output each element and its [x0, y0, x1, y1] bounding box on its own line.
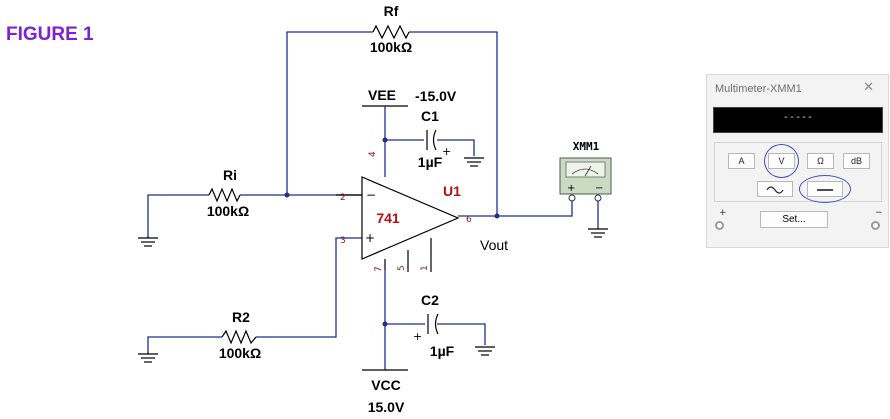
- ground-icon: [475, 346, 495, 356]
- vout-label: Vout: [480, 237, 508, 253]
- ground-icon: [588, 228, 608, 238]
- rf-label: Rf: [384, 3, 399, 19]
- meter-plus-sign: +: [567, 183, 575, 194]
- multimeter-panel[interactable]: Multimeter-XMM1 ✕ ----- A V Ω dB Set... …: [706, 74, 889, 248]
- ac-button[interactable]: [757, 181, 793, 197]
- xmm-label: XMM1: [573, 140, 600, 153]
- meter-minus-sign: −: [595, 183, 603, 194]
- rf-resistor: [372, 24, 410, 40]
- opamp-triangle: [361, 176, 460, 260]
- mode-group: A V Ω dB: [714, 142, 882, 203]
- pin-number: 6: [466, 215, 472, 225]
- mode-ammeter-button[interactable]: A: [728, 153, 755, 169]
- c1-wire: [385, 139, 475, 156]
- output-wire: [458, 198, 573, 217]
- ri-wire: [147, 194, 362, 236]
- ri-label: Ri: [223, 167, 237, 183]
- ground-icon: [138, 236, 158, 247]
- vcc-label: VCC: [371, 377, 401, 393]
- dc-line-icon: [817, 188, 833, 191]
- set-button[interactable]: Set...: [760, 211, 828, 228]
- r2-label: R2: [232, 309, 250, 325]
- dc-button[interactable]: [807, 181, 843, 197]
- circuit-schematic: Rf 100kΩ Ri 100kΩ R2 100kΩ VEE -15.0V C1…: [138, 3, 612, 415]
- pin-number: 4: [368, 151, 378, 157]
- r2-resistor: [221, 329, 257, 345]
- c2-value: 1µF: [430, 343, 455, 359]
- feedback-wire: [286, 31, 498, 216]
- inverting-input-sign: −: [366, 188, 376, 202]
- meter-face-icon: [565, 161, 606, 178]
- opamp-ref: U1: [443, 183, 461, 199]
- vee-value: -15.0V: [415, 88, 457, 104]
- vcc-value: 15.0V: [368, 399, 405, 415]
- c1-polarity-plus: +: [442, 145, 451, 158]
- figure-label: FIGURE 1: [6, 24, 94, 45]
- pin-number: 5: [397, 265, 407, 271]
- pin-number: 3: [340, 236, 346, 246]
- close-icon[interactable]: ✕: [863, 80, 874, 95]
- noninverting-input-sign: +: [365, 231, 375, 245]
- r2-value: 100kΩ: [219, 345, 261, 361]
- mode-decibel-button[interactable]: dB: [843, 153, 870, 169]
- multimeter-display: -----: [713, 107, 883, 133]
- c1-label: C1: [421, 108, 439, 124]
- rf-value: 100kΩ: [370, 39, 412, 55]
- mode-voltmeter-button[interactable]: V: [768, 153, 795, 169]
- meter-terminal-minus[interactable]: [594, 194, 602, 202]
- terminal-minus[interactable]: [871, 221, 880, 230]
- vee-label: VEE: [368, 87, 396, 103]
- pin-number: 7: [374, 266, 384, 272]
- meter-terminal-plus[interactable]: [568, 194, 576, 202]
- junction-dot: [494, 213, 500, 219]
- terminal-plus[interactable]: [715, 221, 724, 230]
- multimeter-title: Multimeter-XMM1: [715, 83, 802, 95]
- ac-wave-icon: [766, 186, 784, 194]
- ri-value: 100kΩ: [207, 203, 249, 219]
- c2-label: C2: [421, 292, 439, 308]
- c2-wire: [385, 323, 486, 345]
- meter-scale-icon: [571, 168, 599, 175]
- ground-icon: [138, 352, 158, 363]
- c2-capacitor: [427, 313, 439, 335]
- r2-wire: [147, 237, 362, 352]
- terminal-plus-label: +: [719, 208, 727, 218]
- meter-needle-icon: [584, 165, 592, 177]
- ground-icon: [464, 157, 484, 167]
- ri-resistor: [208, 187, 241, 203]
- c1-capacitor: [426, 129, 437, 151]
- c2-polarity-plus: +: [413, 330, 422, 343]
- c1-value: 1µF: [418, 154, 443, 170]
- pin-number: 2: [340, 193, 346, 203]
- mode-ohmmeter-button[interactable]: Ω: [807, 153, 834, 169]
- junction-dot: [284, 192, 290, 198]
- opamp-part: 741: [376, 210, 400, 226]
- terminal-minus-label: −: [875, 208, 883, 218]
- pin-number: 1: [420, 265, 430, 271]
